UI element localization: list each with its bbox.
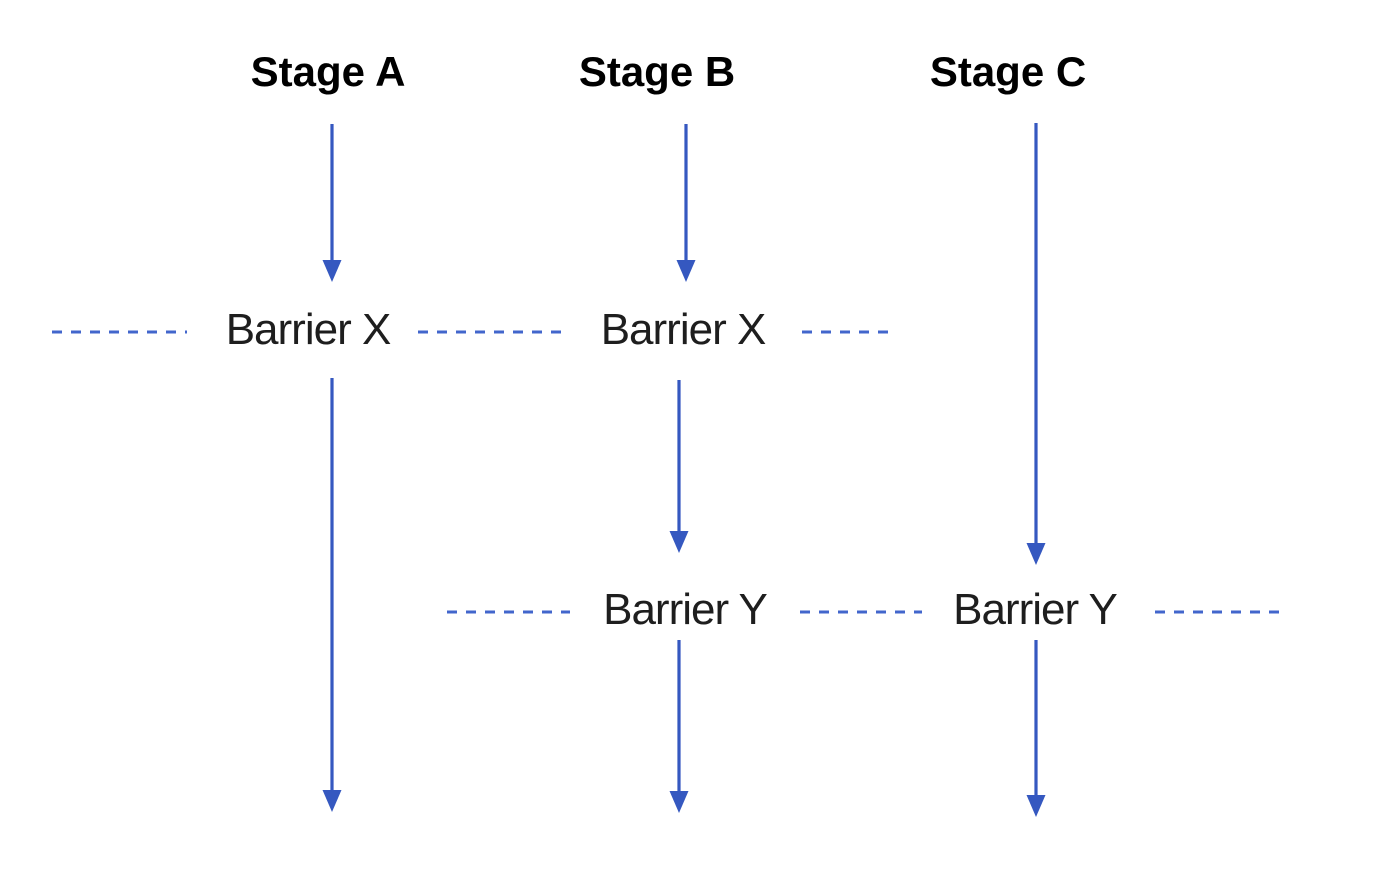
stage-a-arrow-bottom [322,378,342,812]
barrier-x-label-stage-b: Barrier X [600,305,767,354]
stage-b-heading: Stage B [578,48,736,95]
barrier-x-label-stage-a: Barrier X [225,305,392,354]
stage-a-heading: Stage A [250,48,406,95]
stage-b-arrow-bottom [669,640,689,813]
stage-a-arrow-top [322,124,342,282]
barrier-y-label-stage-c: Barrier Y [953,585,1118,634]
stage-c-arrow-bottom [1026,640,1046,817]
stage-c-arrow-top [1026,123,1046,565]
stage-b-arrow-top [676,124,696,282]
arrow-head-icon [676,260,696,282]
stage-c-heading: Stage C [929,48,1087,95]
arrow-head-icon [669,791,689,813]
arrow-head-icon [322,260,342,282]
arrow-head-icon [669,531,689,553]
arrow-head-icon [1026,543,1046,565]
arrow-head-icon [322,790,342,812]
barrier-y-label-stage-b: Barrier Y [603,585,768,634]
stage-b-arrow-middle [669,380,689,553]
arrow-head-icon [1026,795,1046,817]
